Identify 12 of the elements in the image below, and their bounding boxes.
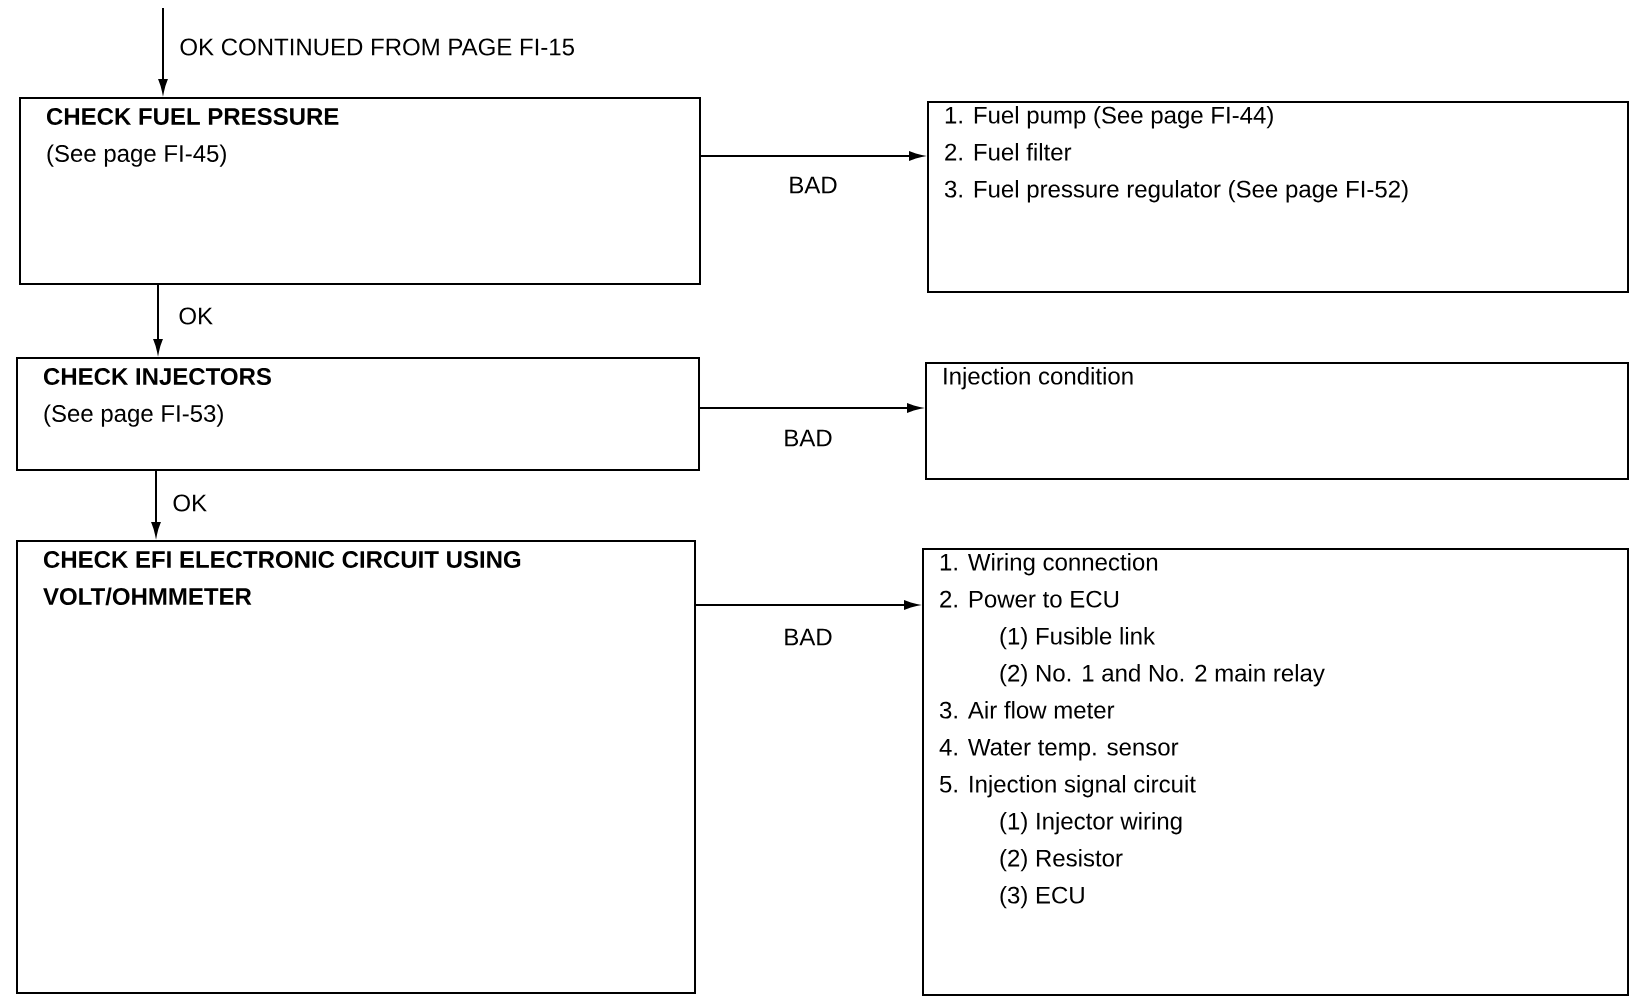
edge-label: OK bbox=[176, 305, 216, 327]
step-box: CHECK EFI ELECTRONIC CIRCUIT USING VOLT/OHMMETER bbox=[16, 540, 696, 994]
cause-list-box: 1. Fuel pump (See page FI-44) 2. Fuel filter 3. Fuel pressure regulator (See page FI-52) bbox=[927, 101, 1629, 293]
step-box: CHECK FUEL PRESSURE (See page FI-45) bbox=[19, 97, 701, 285]
cause-list-box: Injection condition bbox=[925, 362, 1629, 480]
step-box: CHECK INJECTORS (See page FI-53) bbox=[16, 357, 700, 471]
edge-label: OK CONTINUED FROM PAGE FI-15 bbox=[177, 36, 577, 58]
edge-label: OK bbox=[170, 492, 210, 514]
edge-label: BAD bbox=[786, 174, 840, 196]
edge-label: BAD bbox=[781, 427, 835, 449]
edge-label: BAD bbox=[781, 626, 835, 648]
cause-list-box: 1. Wiring connection 2. Power to ECU (1) Fusible link (2) No. 1 and No. 2 main relay 3. Air flow meter 4. Water temp. sensor 5. Injection signal circuit (1) Injector wiring (2) Resistor (3) ECU bbox=[922, 548, 1629, 996]
